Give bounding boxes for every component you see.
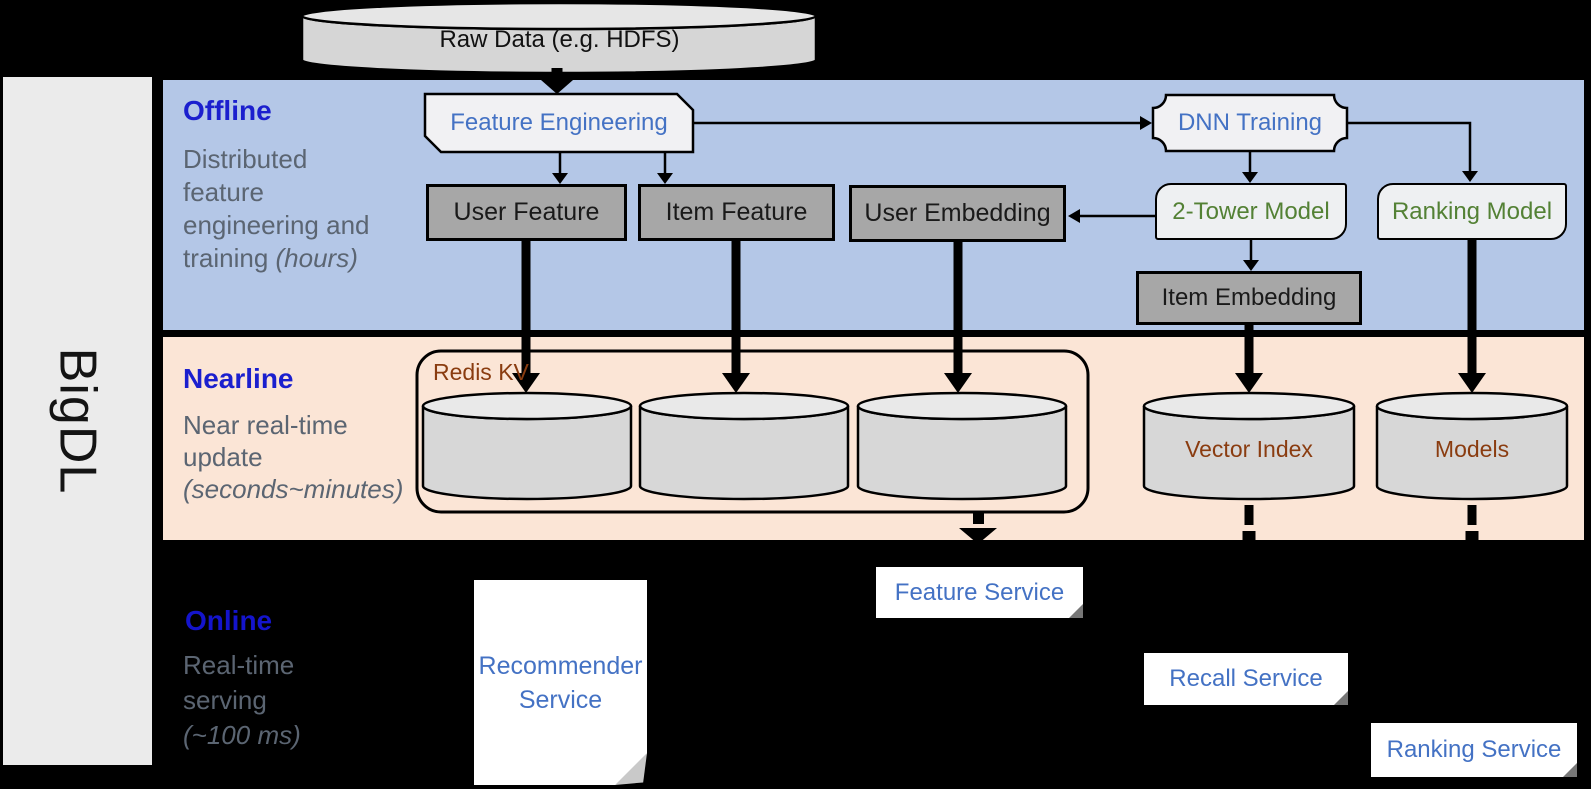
nearline-lane-title: Nearline: [183, 363, 294, 394]
bigdl-logo-text: BigDL: [48, 347, 107, 495]
user-feature-node: User Feature: [426, 184, 627, 241]
online-lane-title: Online: [185, 605, 273, 636]
ranking-service-node: Ranking Service: [1371, 723, 1577, 777]
models-label: Models: [1434, 436, 1510, 462]
vector-index-label: Vector Index: [1185, 436, 1313, 462]
online-lane-description: Real-time serving (~100 ms): [183, 650, 301, 750]
user-embedding-node: User Embedding: [849, 185, 1066, 242]
redis-kv-label: Redis KV: [433, 359, 529, 385]
offline-lane-description: Distributed feature engineering and trai…: [183, 144, 370, 273]
offline-lane-title: Offline: [183, 95, 272, 126]
nearline-lane-description: Near real-time update (seconds~minutes): [183, 410, 404, 504]
two-tower-model-node: 2-Tower Model: [1155, 183, 1347, 240]
feature-engineering-node: Feature Engineering: [450, 109, 668, 136]
recall-service-node: Recall Service: [1144, 653, 1348, 705]
feature-service-node: Feature Service: [876, 567, 1083, 618]
dnn-training-node: DNN Training: [1177, 109, 1323, 136]
raw-data-label: Raw Data (e.g. HDFS): [439, 26, 680, 53]
item-embedding-node: Item Embedding: [1136, 271, 1362, 325]
bigdl-sidebar: BigDL: [3, 77, 152, 765]
item-feature-node: Item Feature: [638, 184, 835, 241]
recommender-service-page: Recommender Service: [474, 580, 647, 785]
ranking-model-node: Ranking Model: [1377, 183, 1567, 240]
